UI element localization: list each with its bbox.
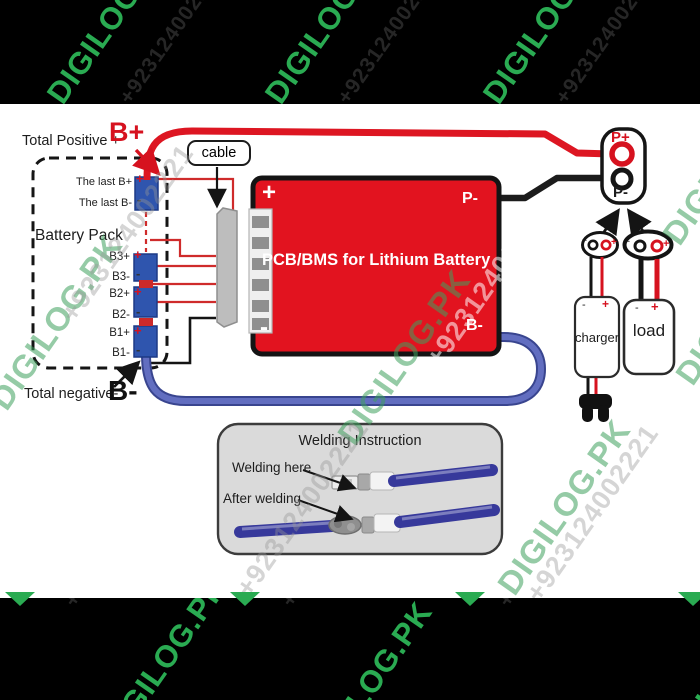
- top-watermark-band: DIGILOG.PK DIGILOG.PK DIGILOG.PK DIGILOG…: [0, 0, 700, 104]
- welding-panel: [216, 422, 504, 556]
- brand-watermark: DIGILOG.PK: [655, 598, 700, 700]
- b-minus-label: B-: [108, 375, 138, 406]
- cell-sign: +: [134, 247, 142, 262]
- charger-plus: +: [602, 297, 610, 311]
- cell-label: The last B+: [76, 176, 132, 188]
- load-wires: [638, 259, 660, 302]
- b-plus-label: B+: [109, 117, 145, 147]
- brand-watermark: DIGILOG.PK: [300, 598, 440, 700]
- watermark-triangle: [5, 592, 35, 606]
- b-minus-arrow: [113, 360, 141, 388]
- cell-link: [139, 318, 153, 326]
- cable-label-text: cable: [201, 145, 237, 161]
- charger-label: charger: [575, 330, 620, 345]
- phone-watermark: +923124002221: [60, 598, 175, 612]
- charger-wires: [586, 257, 604, 397]
- phone-watermark: +923124002221: [277, 598, 392, 612]
- load-plus: +: [651, 299, 659, 314]
- battery-pack-label: Battery Pack: [35, 227, 123, 244]
- total-positive-label: Total Positive +: [22, 133, 120, 149]
- total-negative-label: Total negative-: [24, 386, 119, 402]
- cell-label: B1+: [109, 327, 130, 339]
- cell-label: B1-: [112, 347, 130, 359]
- charger-dc-plug: [579, 394, 612, 422]
- cable-label: cable: [187, 140, 251, 166]
- pcb-minus-terminal-label: -: [260, 314, 268, 341]
- battery-cells: [133, 176, 159, 358]
- p-minus-black-wire: [499, 174, 612, 202]
- pcb-title: PCB/BMS for Lithium Battery: [262, 251, 491, 269]
- cell-sign: +: [134, 323, 142, 338]
- battery-pack-box: [31, 156, 169, 370]
- pcb-socket: [248, 208, 273, 334]
- pcb-bminus-terminal-label: B-: [466, 317, 483, 334]
- cell-label: B3+: [109, 251, 130, 263]
- phone-watermark: +923124002221: [494, 598, 609, 612]
- after-welding-label: After welding: [223, 491, 302, 506]
- cell-sign: +: [134, 284, 142, 299]
- watermark-triangle: [455, 592, 485, 606]
- output-pplus-label: P+: [611, 129, 630, 146]
- cell-label: B2+: [109, 288, 130, 300]
- cell-sign: -: [136, 304, 141, 319]
- brand-watermark: DIGILOG.PK: [694, 0, 700, 104]
- connector-arrow-right: [626, 208, 652, 237]
- balance-wires: [150, 177, 235, 304]
- cell-sign: -: [137, 192, 142, 207]
- welding-here-label: Welding here: [232, 460, 312, 475]
- cable-plug: [216, 207, 238, 328]
- load-minus: -: [635, 302, 639, 314]
- output-pminus-label: P-: [613, 184, 628, 201]
- charger-minus: -: [582, 299, 586, 311]
- cell-link: [139, 280, 153, 288]
- charger-box: [573, 295, 621, 379]
- cell-label: B2-: [112, 309, 130, 321]
- output-connector: [600, 127, 647, 205]
- b-plus-arrow: [132, 146, 161, 176]
- load-plug-minus: -: [627, 236, 630, 246]
- brand-watermark: DIGILOG.PK: [95, 598, 235, 700]
- cell-label: The last B-: [78, 197, 132, 209]
- pcb-pminus-terminal-label: P-: [462, 190, 478, 207]
- charger-plug-minus: -: [584, 235, 587, 245]
- cell-label: B3-: [112, 271, 130, 283]
- watermark-triangle: [678, 592, 700, 606]
- p-minus-terminal: [610, 167, 634, 191]
- watermark-triangle: [230, 592, 260, 606]
- welding-title: Welding Instruction: [298, 433, 422, 449]
- cell-sign: -: [136, 266, 141, 281]
- welding-here-arrow: [302, 469, 357, 492]
- load-plug-connector: [622, 229, 674, 261]
- after-welding-arrow: [297, 499, 354, 523]
- bottom-watermark-band: +923124002221 +923124002221 +92312400222…: [0, 598, 700, 700]
- pcb-plus-terminal-label: +: [262, 179, 277, 206]
- cell-sign: -: [136, 342, 141, 357]
- charger-plug-connector: [581, 231, 619, 259]
- p-plus-terminal: [609, 141, 635, 167]
- charger-plug-plus: +: [611, 237, 617, 248]
- b-minus-blue-wire: [141, 332, 547, 406]
- load-label: load: [632, 321, 666, 340]
- connector-arrow-left: [595, 208, 620, 237]
- cell-sign: +: [136, 171, 144, 186]
- load-plug-plus: +: [663, 238, 670, 250]
- load-box: [622, 298, 676, 376]
